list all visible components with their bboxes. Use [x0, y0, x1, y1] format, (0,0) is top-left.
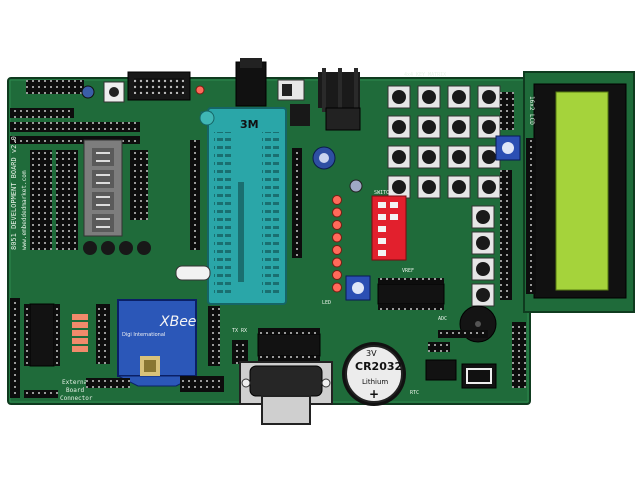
- push-button: [471, 257, 495, 281]
- potentiometer-icon: [345, 135, 521, 301]
- keypad-button: [387, 115, 411, 139]
- keypad-button: [447, 175, 471, 199]
- zif-socket: 3M: [200, 107, 287, 305]
- rtc-label: RTC: [410, 390, 419, 396]
- dip-switch-label: SWITCH: [374, 190, 392, 196]
- battery-type: Lithium: [362, 378, 388, 386]
- header-top-left-2: [10, 108, 74, 118]
- power-switch: [277, 79, 305, 101]
- seven-segment-displays: [83, 139, 123, 237]
- push-button: [471, 231, 495, 255]
- ext-connector-label-1: External: [62, 379, 91, 386]
- keypad-4x4: [387, 85, 501, 199]
- rtc-ic: [425, 359, 457, 381]
- keypad-button: [417, 85, 441, 109]
- led: [332, 270, 342, 280]
- battery-plus: +: [369, 387, 379, 401]
- keypad-button: [447, 85, 471, 109]
- keypad-button: [477, 175, 501, 199]
- adc-label: ADC: [438, 316, 447, 322]
- power-jack: [235, 58, 267, 107]
- db9-connector-icon: [239, 361, 333, 425]
- board-title: 8051 DEVELOPMENT BOARD v2.0: [10, 136, 18, 250]
- led: [332, 257, 342, 268]
- xbee-brand: XBee: [159, 314, 196, 330]
- dip-switch: [371, 195, 407, 261]
- lcd-screen: [555, 91, 609, 291]
- xbee-sub: Digi International: [122, 332, 165, 338]
- capacitor-row: [83, 241, 151, 255]
- header-left-long-2: [10, 136, 140, 144]
- battery-model: CR2032: [355, 360, 402, 373]
- push-button: [471, 283, 495, 307]
- oscillator: [175, 265, 211, 281]
- led: [332, 245, 342, 255]
- battery-icon: 3V CR2032 Lithium +: [342, 342, 406, 406]
- led: [332, 195, 342, 205]
- txrx-label: TX RX: [232, 328, 247, 334]
- ext-connector-label-3: Connector: [60, 395, 93, 402]
- xbee-module: XBee Digi International: [117, 299, 197, 387]
- keypad-button: [417, 145, 441, 169]
- ext-connector-label-2: Board: [66, 387, 84, 394]
- blue-cap: [81, 85, 95, 99]
- led: [332, 282, 342, 293]
- push-buttons-right: [471, 205, 495, 307]
- vref-label: VREF: [402, 268, 414, 274]
- orange-dip-switch: [72, 314, 88, 352]
- lcd-module: 16x2 LCD: [523, 71, 635, 313]
- led-label: LED: [322, 300, 331, 306]
- keypad-button: [447, 115, 471, 139]
- keypad-label: 4x4 KEY MATRIX: [404, 72, 446, 78]
- svg-text:16x2 LCD: 16x2 LCD: [528, 96, 535, 125]
- led: [332, 207, 342, 218]
- push-button: [471, 205, 495, 229]
- keypad-button: [477, 115, 501, 139]
- keypad-button: [417, 175, 441, 199]
- header-left-long: [10, 122, 140, 132]
- led-column: [332, 195, 342, 293]
- left-ic: [29, 303, 55, 367]
- led: [332, 232, 342, 243]
- adc-ic: [377, 283, 445, 305]
- header-top-left: [26, 80, 84, 94]
- keypad-button: [387, 145, 411, 169]
- zif-brand: 3M: [240, 118, 259, 131]
- led: [332, 220, 342, 230]
- max232-ic: [257, 333, 321, 357]
- heatsink-icon: [318, 68, 361, 131]
- keypad-button: [417, 115, 441, 139]
- board-subtitle: www.embeddedmarket.com: [21, 170, 28, 250]
- keypad-button: [477, 85, 501, 109]
- keypad-button: [447, 145, 471, 169]
- keypad-button: [387, 85, 411, 109]
- battery-voltage: 3V: [366, 349, 377, 358]
